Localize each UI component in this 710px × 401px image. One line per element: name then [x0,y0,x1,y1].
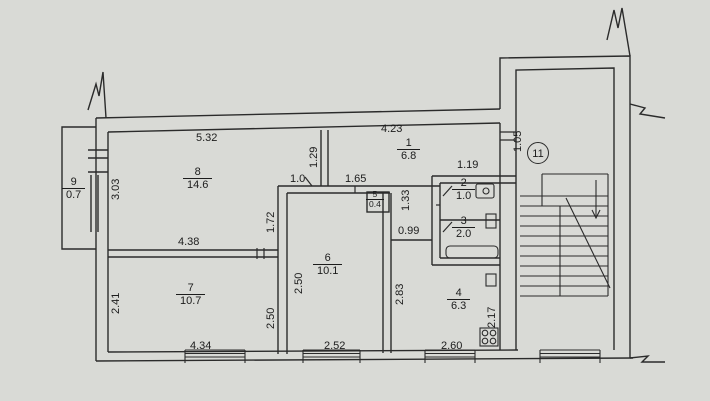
dim-1-33: 1.33 [400,189,412,211]
windows [184,349,601,363]
outer-walls [87,7,666,363]
room-4-area: 6.3 [451,300,467,312]
room-8-number: 8 [183,166,213,179]
stair-marker: 11 [527,142,549,164]
room-4-label: 4 6.3 [447,287,471,312]
dim-2-41: 2.41 [110,292,122,314]
room-1-area: 6.8 [401,150,417,162]
room-2-area: 1.0 [456,190,472,202]
room-8-label: 8 14.6 [183,166,213,191]
dim-4-34: 4.34 [190,340,212,352]
dim-2-50-b: 2.50 [265,307,277,329]
room-2-label: 2 1.0 [452,177,476,202]
room-9-area: 0.7 [66,189,82,201]
door-marks [256,131,516,259]
room-1-number: 1 [397,137,421,150]
room-7-area: 10.7 [180,295,202,307]
dim-2-50-a: 2.50 [293,272,305,294]
room-3-number: 3 [452,215,476,228]
dim-2-17: 2.17 [486,306,498,328]
dim-3-03: 3.03 [110,178,122,200]
closet-5 [366,191,390,213]
room-6-area: 10.1 [317,265,339,277]
dim-1-05: 1.05 [512,130,524,152]
dim-2-52: 2.52 [324,340,346,352]
room-8-area: 14.6 [187,179,209,191]
room-4-number: 4 [447,287,471,300]
room-6-number: 6 [313,252,343,265]
room-6-label: 6 10.1 [313,252,343,277]
room-3-label: 3 2.0 [452,215,476,240]
room-7-number: 7 [176,282,206,295]
dim-1-72: 1.72 [265,211,277,233]
dim-1-0: 1.0 [290,173,306,185]
room-2-number: 2 [452,177,476,190]
dim-1-19: 1.19 [457,159,479,171]
dim-4-23: 4.23 [381,123,403,135]
room-5-number: 5 [366,190,384,200]
dim-1-29: 1.29 [308,146,320,168]
dim-4-38: 4.38 [178,236,200,248]
room-5-area: 0.4 [369,199,381,209]
room-3-area: 2.0 [456,228,472,240]
fixtures [445,183,499,347]
staircase [520,173,611,297]
dim-2-60: 2.60 [441,340,463,352]
interior-walls [108,130,516,354]
room-9-label: 9 0.7 [62,176,86,201]
dim-2-83: 2.83 [394,283,406,305]
dim-1-65: 1.65 [345,173,367,185]
room-7-label: 7 10.7 [176,282,206,307]
room-9-number: 9 [62,176,86,189]
room-1-label: 1 6.8 [397,137,421,162]
dim-5-32: 5.32 [196,132,218,144]
room-5-label: 5 0.4 [366,190,384,209]
dim-0-99: 0.99 [398,225,420,237]
